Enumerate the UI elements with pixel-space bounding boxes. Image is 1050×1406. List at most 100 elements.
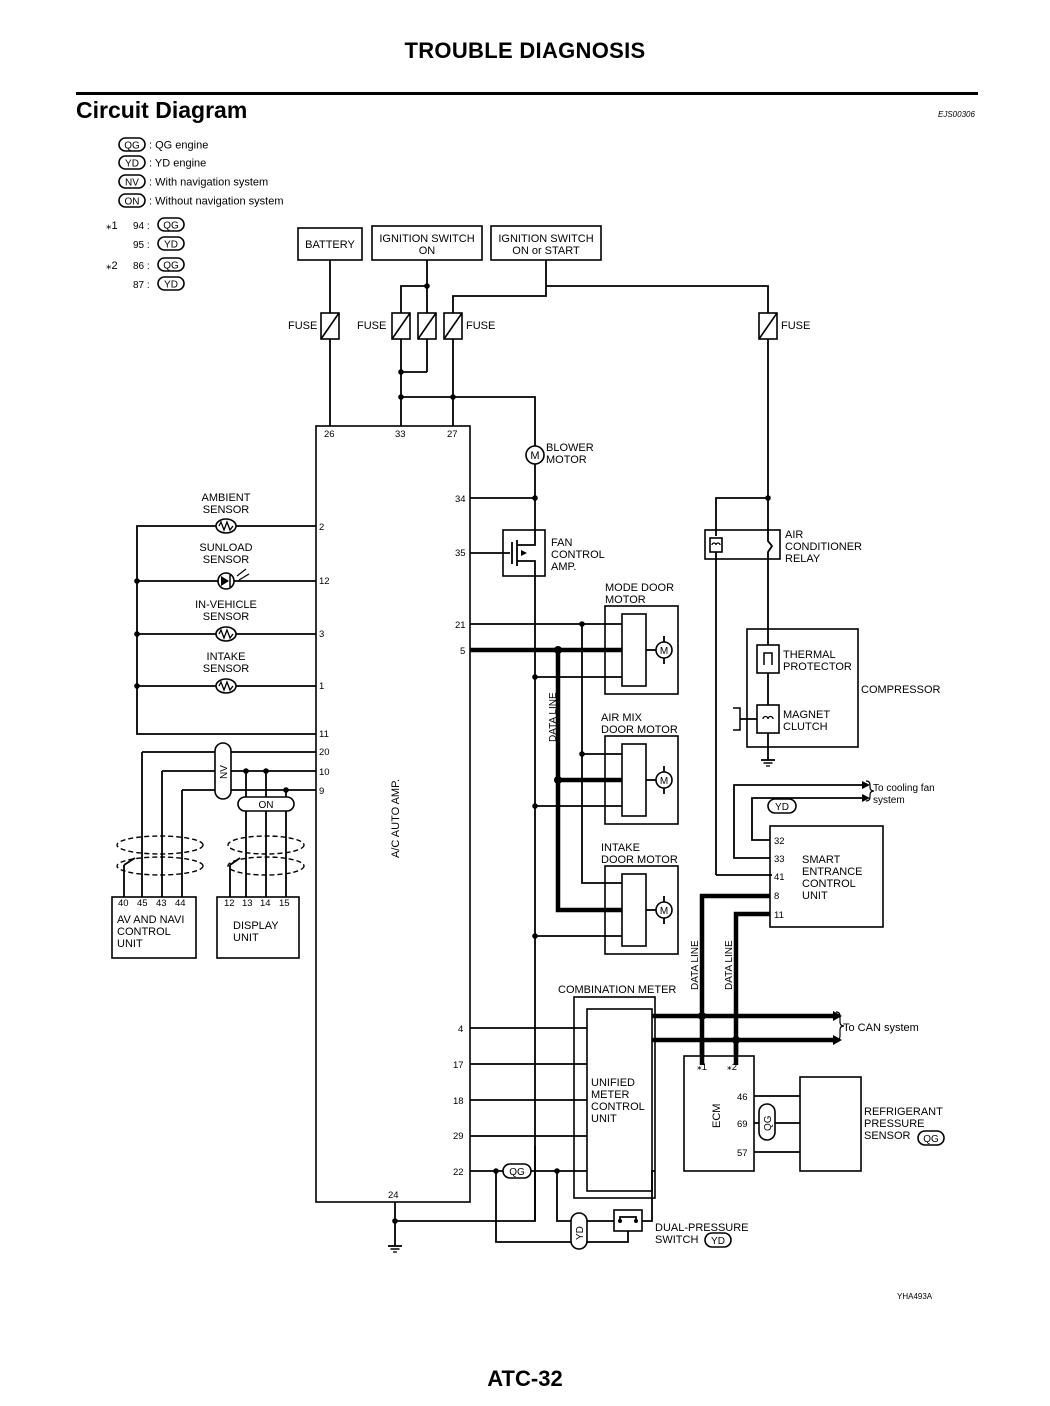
invehicle-sensor-label: IN-VEHICLE <box>195 599 257 611</box>
pin-label: 27 <box>447 429 458 440</box>
motor-symbol: M <box>530 450 539 462</box>
battery-label: BATTERY <box>305 239 355 251</box>
footnote-pin: 86 : <box>133 261 150 272</box>
refrigerant-sensor-label: SENSOR <box>864 1130 911 1142</box>
mode-door-motor-label: MODE DOOR <box>605 582 674 594</box>
pin-label: 12 <box>319 576 330 587</box>
fan-control-amp-label: FAN <box>551 537 572 549</box>
pin-label: 8 <box>774 891 779 902</box>
unified-meter-box <box>586 1008 653 1192</box>
pin-label: 46 <box>737 1092 748 1103</box>
ac-relay-label: AIR <box>785 529 803 541</box>
refrigerant-pressure-sensor: REFRIGERANT PRESSURE SENSOR QG <box>799 1076 945 1172</box>
av-navi-unit-box <box>111 896 197 959</box>
qg-badge <box>502 1163 532 1179</box>
av-navi-unit-label: UNIT <box>117 938 143 950</box>
smart-entrance-unit-label: UNIT <box>802 890 828 902</box>
compressor-label: COMPRESSOR <box>861 684 941 696</box>
on-badge <box>237 796 295 812</box>
ambient-sensor-label: AMBIENT <box>202 492 251 504</box>
blower-motor-label: BLOWER <box>546 442 594 454</box>
unified-meter-label: UNIT <box>591 1113 617 1125</box>
footnote-pin: 87 : <box>133 280 150 291</box>
fuses: FUSE FUSE FUSE FUSE <box>288 312 810 340</box>
pin-label: 21 <box>455 620 466 631</box>
ignition-start-label: IGNITION SWITCH <box>498 233 593 245</box>
ignition-on-label: IGNITION SWITCH <box>379 233 474 245</box>
page-title: TROUBLE DIAGNOSIS <box>404 38 646 63</box>
ac-relay-box <box>704 529 781 560</box>
pin-label: 10 <box>319 767 330 778</box>
nv-badge <box>214 742 232 800</box>
intake-door-motor-label: INTAKE <box>601 842 640 854</box>
legend-item-yd: YD : YD engine <box>118 155 206 170</box>
motor-symbol: M <box>660 646 668 657</box>
pin-label: 41 <box>774 872 785 883</box>
smart-entrance-unit-box <box>769 825 884 928</box>
intake-sensor-label: INTAKE <box>207 651 246 663</box>
legend-code: QG <box>124 141 140 152</box>
ac-auto-amp-label: A/C AUTO AMP. <box>390 779 402 858</box>
av-navi-unit: 40 45 43 44 AV AND NAVI CONTROL UNIT <box>111 896 197 959</box>
intake-door-motor-label: DOOR MOTOR <box>601 854 678 866</box>
pin-label: 9 <box>319 786 324 797</box>
air-mix-door-motor-label: AIR MIX <box>601 712 643 724</box>
intake-sensor-icon <box>215 678 237 694</box>
legend-code: ON <box>125 197 140 208</box>
pin-label: 14 <box>260 898 271 909</box>
magnet-clutch-label: MAGNET <box>783 709 830 721</box>
pin-label: 13 <box>242 898 253 909</box>
sunload-sensor-label: SUNLOAD <box>199 542 252 554</box>
section-title: Circuit Diagram <box>76 97 248 123</box>
yd-badge <box>570 1212 588 1250</box>
yd-badge-label: YD <box>775 802 789 813</box>
pin-label: 32 <box>774 836 785 847</box>
display-unit-label: DISPLAY <box>233 920 279 932</box>
can-system-label: To CAN system <box>843 1022 919 1034</box>
pin-label: 3 <box>319 629 324 640</box>
smart-entrance-unit-label: SMART <box>802 854 841 866</box>
figure-code: YHA493A <box>897 1292 933 1301</box>
unified-meter-label: UNIFIED <box>591 1077 635 1089</box>
header-rule <box>76 92 978 95</box>
ignition-on-label: ON <box>419 245 436 257</box>
footnote-pin: 94 : <box>133 221 150 232</box>
pin-label: 12 <box>224 898 235 909</box>
compressor-box <box>746 628 859 748</box>
invehicle-sensor-label: SENSOR <box>203 611 250 623</box>
ecm: ⁎1 ⁎2 ECM 46 69 57 QG <box>683 1040 800 1172</box>
ambient-sensor-icon <box>215 518 237 534</box>
legend-text: : YD engine <box>149 158 206 170</box>
pin-label: 20 <box>319 747 330 758</box>
intake-sensor-label: SENSOR <box>203 663 250 675</box>
ac-relay: AIR CONDITIONER RELAY <box>704 495 862 876</box>
yd-badge <box>767 798 797 814</box>
refrigerant-sensor-box <box>799 1076 862 1172</box>
refrigerant-sensor-label: PRESSURE <box>864 1118 925 1130</box>
unified-meter-label: CONTROL <box>591 1101 645 1113</box>
legend-item-nv: NV : With navigation system <box>118 174 268 189</box>
door-motor-wiring: DATA LINE <box>470 621 622 939</box>
pin-label: 45 <box>137 898 148 909</box>
av-navi-unit-label: AV AND NAVI <box>117 914 184 926</box>
pin-label: 33 <box>395 429 406 440</box>
pin-label: 26 <box>324 429 335 440</box>
mode-door-motor: M MODE DOOR MOTOR <box>604 582 679 695</box>
qg-badge <box>758 1103 776 1141</box>
ambient-sensor-label: SENSOR <box>203 504 250 516</box>
sunload-sensor-icon <box>217 568 250 590</box>
reference-code: EJS00306 <box>938 110 975 119</box>
invehicle-sensor-icon <box>215 626 237 642</box>
fan-control-amp: FAN CONTROL AMP. <box>470 529 605 1221</box>
yd-badge-label: YD <box>575 1226 586 1240</box>
pin-label: 69 <box>737 1119 748 1130</box>
cooling-fan-label: To cooling fan <box>873 783 935 794</box>
pin-label: 11 <box>319 729 329 740</box>
qg-badge <box>917 1130 945 1146</box>
thermal-protector-label: THERMAL <box>783 649 836 661</box>
pin-label: 18 <box>453 1096 464 1107</box>
pin-label: 2 <box>319 522 324 533</box>
qg-badge-label: QG <box>509 1167 525 1178</box>
ecm-box <box>683 1055 755 1172</box>
